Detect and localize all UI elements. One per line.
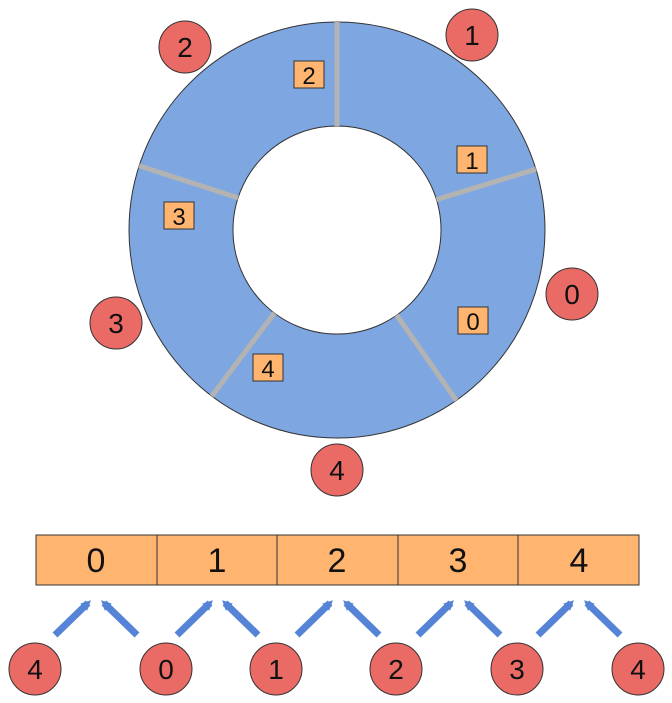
- bottom-circle-shape: [490, 642, 544, 696]
- segment-label-text: 4: [261, 356, 274, 383]
- segment-label-0: 0: [457, 306, 489, 336]
- ring-band: [128, 21, 546, 439]
- segment-label-box: [252, 353, 284, 382]
- segment-label-box: [456, 145, 488, 174]
- segment-label-box: [293, 60, 325, 89]
- array-cell-text: 1: [208, 542, 227, 580]
- bottom-circle-text: 4: [630, 654, 646, 685]
- outer-circle-0: 0: [545, 267, 599, 321]
- outer-circle-text: 0: [564, 279, 580, 310]
- array-cell-box: [517, 534, 640, 586]
- segment-label-4: 4: [252, 353, 284, 383]
- ring-outer-circles: 0 1 2 3 4: [89, 8, 599, 497]
- segment-label-text: 1: [465, 148, 478, 175]
- ring-divider: [138, 163, 239, 201]
- segment-label-3: 3: [163, 201, 195, 231]
- segment-label-text: 2: [302, 63, 315, 90]
- up-arrow-icon: [464, 600, 503, 638]
- bottom-circles: 4 0 1 2 3 4: [8, 642, 665, 696]
- up-arrow-icon: [535, 600, 574, 638]
- array-cell-box: [156, 534, 278, 586]
- bottom-circle-shape: [8, 642, 62, 696]
- array-cell-text: 2: [328, 542, 347, 580]
- outer-circle-4: 4: [310, 443, 364, 497]
- outer-circle-shape: [445, 8, 499, 62]
- outer-circle-shape: [310, 443, 364, 497]
- up-arrow-icon: [52, 600, 91, 638]
- up-arrow-icon: [174, 600, 213, 638]
- up-arrow-icon: [343, 600, 382, 638]
- up-arrow-icon: [101, 600, 140, 638]
- up-arrow-icon: [294, 600, 333, 638]
- ring-divider: [394, 313, 459, 402]
- bottom-circle-shape: [369, 642, 423, 696]
- outer-circle-shape: [158, 20, 212, 74]
- bottom-circle: 0: [139, 642, 193, 696]
- bottom-circle-shape: [139, 642, 193, 696]
- array-cell-0: 0: [35, 534, 158, 586]
- outer-circle-text: 2: [177, 32, 193, 63]
- outer-circle-2: 2: [158, 20, 212, 74]
- outer-circle-1: 1: [445, 8, 499, 62]
- array: 0 1 2 3 4: [35, 534, 640, 586]
- ring-dividers: [138, 22, 537, 402]
- bottom-circle: 1: [249, 642, 303, 696]
- arrows: [52, 600, 623, 638]
- bottom-circle: 3: [490, 642, 544, 696]
- array-cell-text: 4: [570, 542, 589, 580]
- up-arrow-icon: [415, 600, 454, 638]
- outer-circle-3: 3: [89, 296, 143, 350]
- bottom-circle-text: 2: [388, 654, 404, 685]
- array-cell-2: 2: [276, 534, 399, 586]
- array-cell-box: [35, 534, 158, 586]
- bottom-circle-text: 0: [158, 654, 174, 685]
- bottom-circle-text: 1: [268, 654, 284, 685]
- outer-circle-shape: [545, 267, 599, 321]
- array-cell-box: [397, 534, 519, 586]
- segment-label-text: 0: [466, 309, 479, 336]
- up-arrow-icon: [222, 600, 261, 638]
- bottom-circle-text: 3: [509, 654, 525, 685]
- bottom-circle: 4: [611, 642, 665, 696]
- array-cell-4: 4: [517, 534, 640, 586]
- bottom-circle-shape: [611, 642, 665, 696]
- bottom-circle: 4: [8, 642, 62, 696]
- segment-label-1: 1: [456, 145, 488, 175]
- bottom-circle: 2: [369, 642, 423, 696]
- array-cell-box: [276, 534, 399, 586]
- outer-circle-text: 3: [108, 308, 124, 339]
- ring: 0 1 2 3 4: [128, 21, 546, 439]
- segment-label-2: 2: [293, 60, 325, 90]
- array-cell-1: 1: [156, 534, 278, 586]
- array-cell-text: 3: [449, 542, 468, 580]
- array-cell-text: 0: [87, 542, 106, 580]
- outer-circle-text: 1: [464, 20, 480, 51]
- array-cell-3: 3: [397, 534, 519, 586]
- bottom-circle-shape: [249, 642, 303, 696]
- segment-label-text: 3: [172, 204, 185, 231]
- bottom-circle-text: 4: [27, 654, 43, 685]
- segment-label-box: [163, 201, 195, 230]
- up-arrow-icon: [584, 600, 623, 638]
- outer-circle-text: 4: [329, 455, 345, 486]
- ring-divider: [209, 311, 277, 398]
- outer-circle-shape: [89, 296, 143, 350]
- segment-label-box: [457, 306, 489, 335]
- ring-divider: [435, 166, 537, 202]
